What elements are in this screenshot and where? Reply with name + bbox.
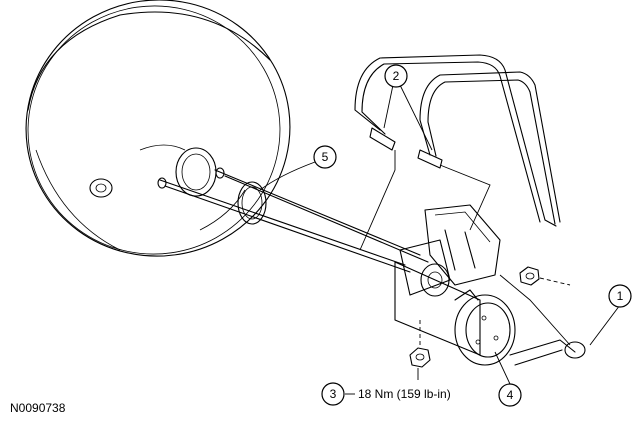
leader-1: [589, 304, 621, 346]
figure-id: N0090738: [10, 401, 66, 415]
callout-4: 4: [498, 383, 522, 407]
callout-2: 2: [384, 64, 408, 88]
sensor-connector: [499, 274, 586, 366]
leader-5: [259, 161, 316, 191]
callout-3: 3: [321, 382, 345, 406]
brake-booster: [25, 0, 291, 257]
callout-4-label: 4: [507, 388, 514, 402]
callout-1-label: 1: [617, 289, 624, 303]
mounting-studs: [157, 167, 429, 273]
callout-2-label: 2: [393, 69, 400, 83]
leader-2b: [399, 84, 433, 151]
master-cylinder: [394, 239, 516, 366]
callout-3-label: 3: [330, 387, 337, 401]
torque-spec-label: 18 Nm (159 lb-in): [358, 387, 451, 401]
leader-4: [494, 351, 511, 385]
callout-5: 5: [313, 145, 337, 169]
nuts: [409, 266, 571, 368]
callout-5-label: 5: [322, 150, 329, 164]
brake-lines: [354, 54, 561, 251]
callout-1: 1: [608, 284, 632, 308]
fluid-reservoir: [424, 204, 501, 286]
leader-2a: [383, 84, 394, 129]
